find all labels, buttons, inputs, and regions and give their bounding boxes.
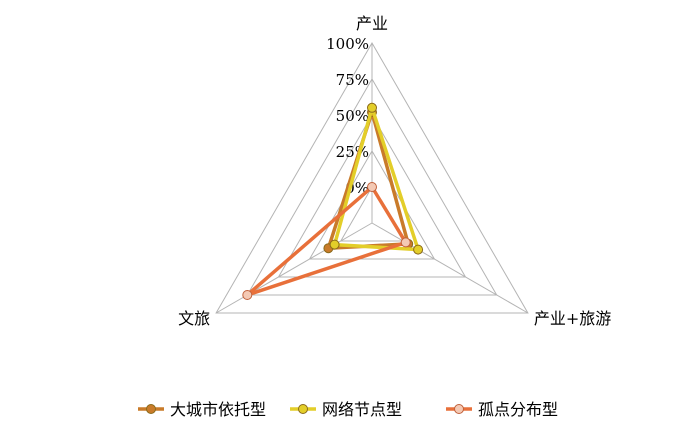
grid-spoke-1: [371, 222, 529, 314]
grid-ring-50: [277, 113, 467, 278]
tick-label-100: 100%: [326, 35, 369, 53]
legend-swatch-marker-2: [298, 404, 308, 414]
legend-swatch-series-2: [290, 404, 316, 414]
series-2-point-2: [413, 244, 424, 255]
series-line-3: [246, 184, 409, 297]
legend-label-series-1: 大城市依托型: [170, 400, 266, 419]
grid-ring-75: [246, 77, 498, 296]
legend-swatch-marker-1: [146, 404, 156, 414]
legend-item-series-3[interactable]: 孤点分布型: [446, 400, 558, 419]
series-2-point-3: [329, 239, 340, 250]
legend-swatch-series-3: [446, 404, 472, 414]
series-2-point-1: [367, 102, 377, 113]
series-3-point-2: [400, 237, 411, 248]
radar-series: [242, 101, 424, 300]
legend-swatch-series-1: [138, 404, 164, 414]
legend-label-series-2: 网络节点型: [322, 400, 402, 419]
legend-swatch-marker-3: [454, 404, 464, 414]
series-3-point-1: [367, 182, 377, 192]
grid-spoke-2: [215, 222, 373, 314]
grid-ring-100: [215, 42, 529, 314]
legend-label-series-3: 孤点分布型: [478, 400, 558, 419]
axis-label-industry-tourism: 产业+旅游: [534, 309, 611, 328]
legend-item-series-1[interactable]: 大城市依托型: [138, 400, 266, 419]
tick-label-75: 75%: [336, 71, 369, 89]
axis-label-culture-tourism: 文旅: [178, 309, 210, 328]
tick-label-25: 25%: [336, 143, 369, 161]
radar-axis-labels: 产业 产业+旅游 文旅: [178, 14, 611, 328]
legend: 大城市依托型 网络节点型 孤点分布型: [138, 400, 558, 419]
tick-label-50: 50%: [336, 107, 369, 125]
series-line-2: [332, 101, 421, 252]
axis-label-industry: 产业: [356, 14, 388, 33]
series-3-point-3: [242, 290, 253, 300]
legend-item-series-2[interactable]: 网络节点型: [290, 400, 402, 419]
radar-grid: [215, 42, 529, 314]
